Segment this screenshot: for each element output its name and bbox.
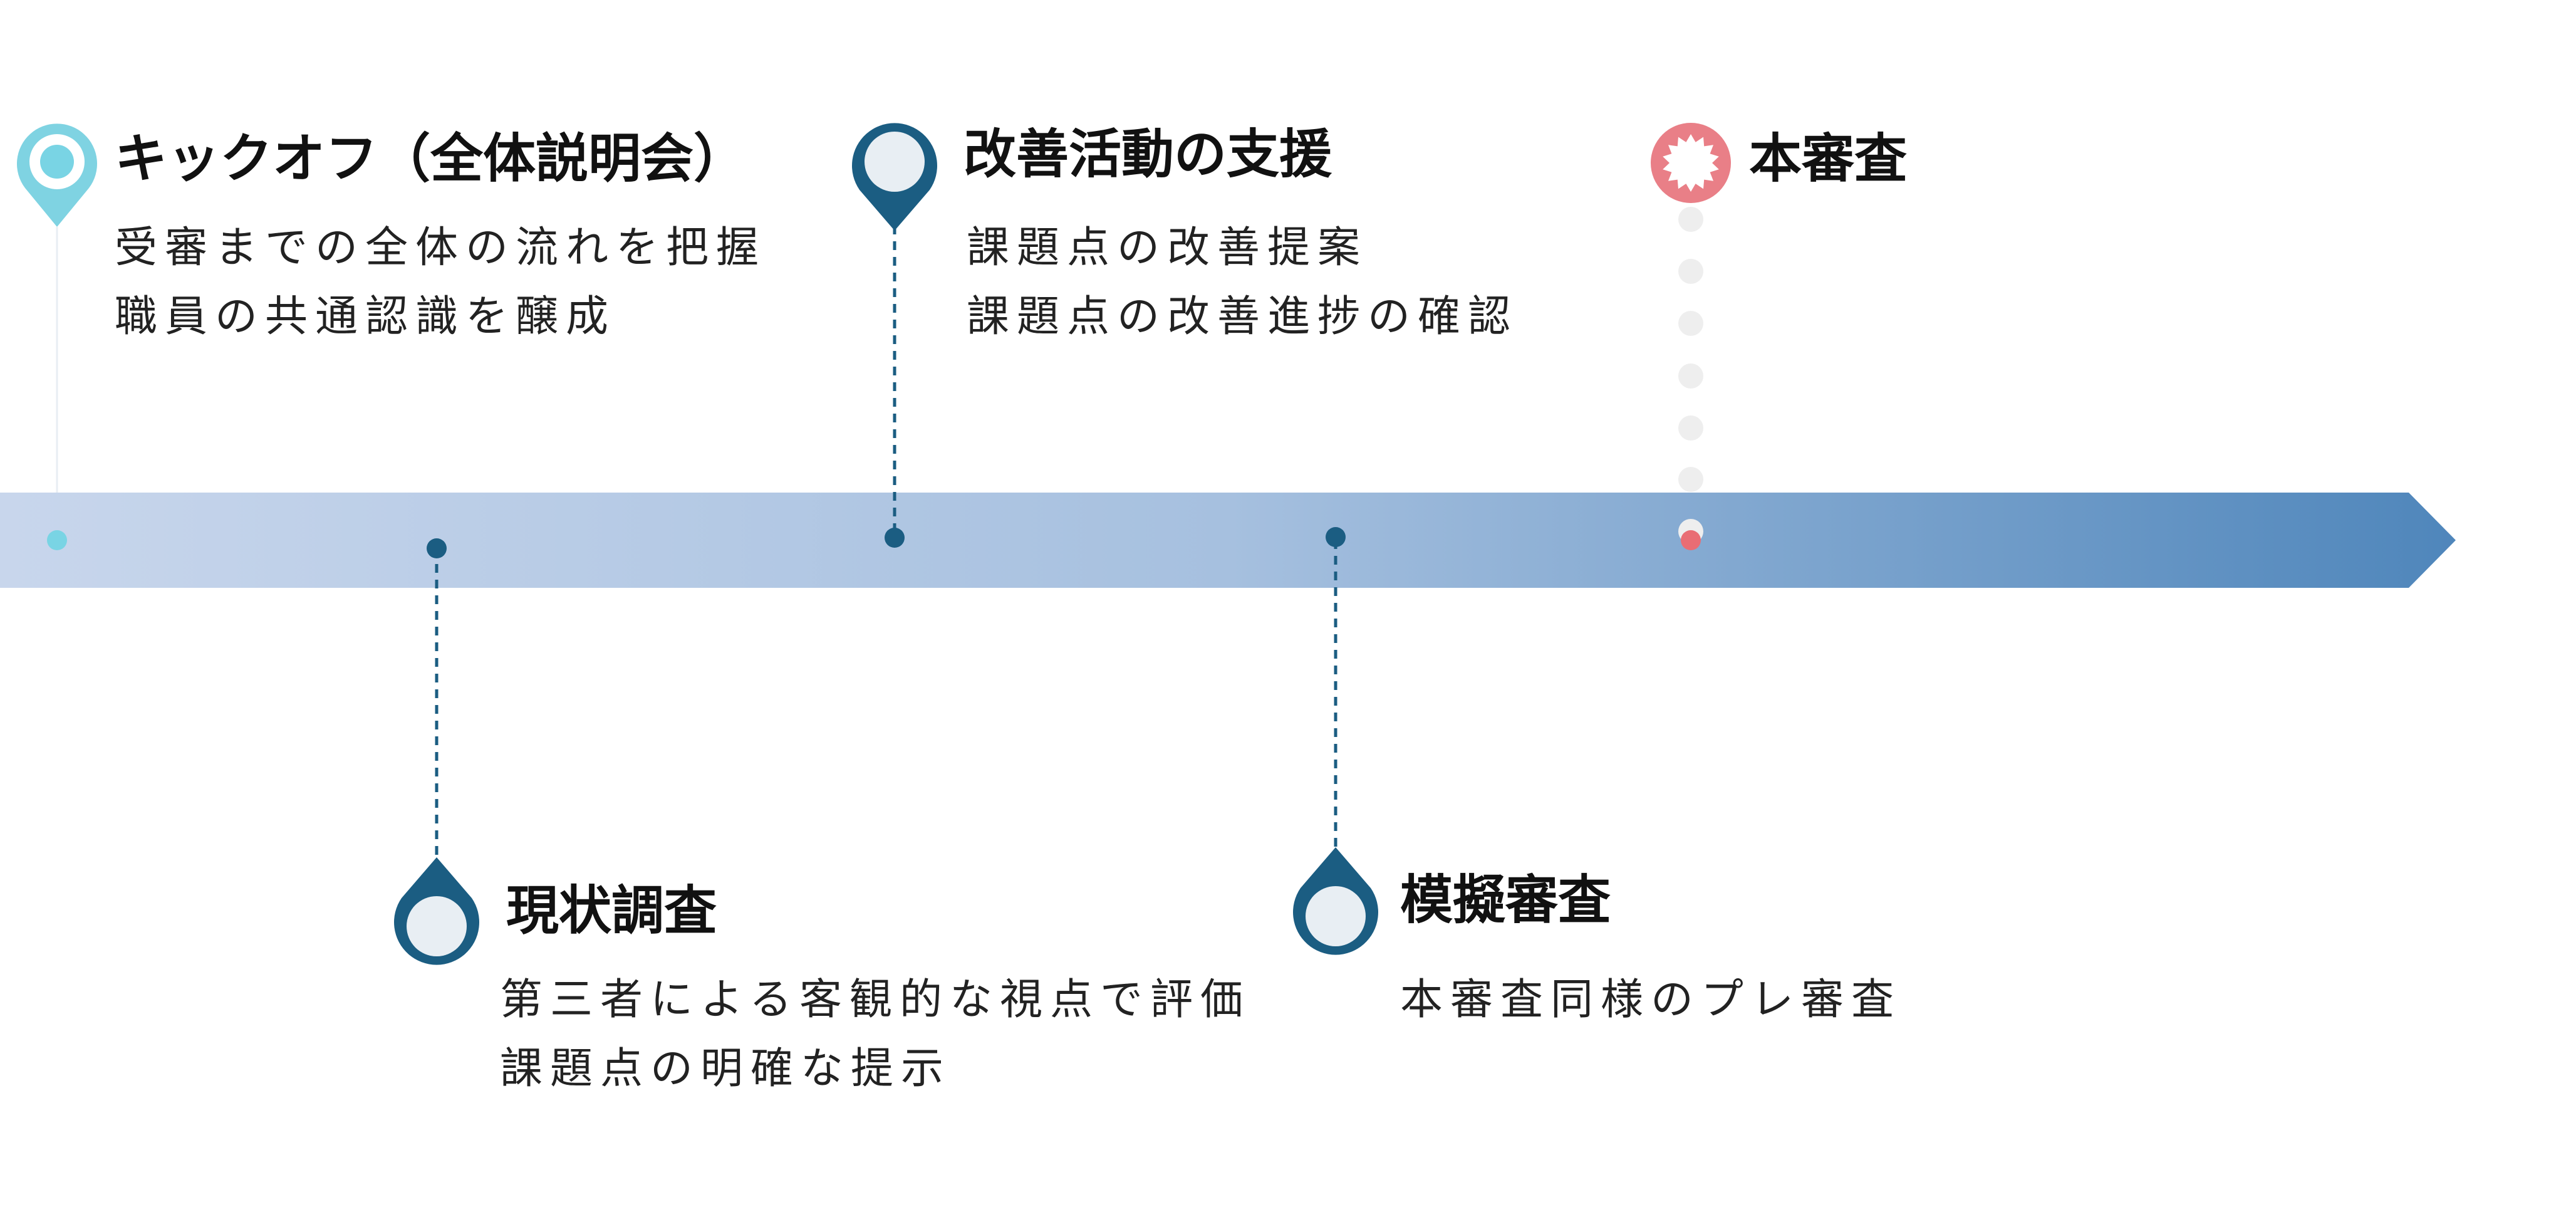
location-pin-icon [17,123,97,227]
milestone-desc-kickoff-1: 受審までの全体の流れを把握 [115,223,766,273]
timeline-dot-final [1681,530,1701,550]
timeline-dot-mock [1326,527,1346,547]
milestone-desc-kickoff-2: 職員の共通認識を醸成 [115,292,616,342]
milestone-title-final: 本審査 [1749,128,1907,189]
milestone-title-support: 改善活動の支援 [963,123,1332,185]
drop-pin-icon [394,857,479,965]
starburst-badge-icon [1651,123,1731,203]
milestone-desc-support-1: 課題点の改善提案 [967,223,1368,273]
drop-pin-icon [852,123,937,231]
milestone-desc-survey-2: 課題点の明確な提示 [500,1044,951,1094]
milestone-desc-support-2: 課題点の改善進捗の確認 [967,292,1518,342]
timeline-dot-kickoff [47,530,67,550]
milestone-title-kickoff: キックオフ（全体説明会） [115,128,746,189]
timeline-dot-survey [427,538,447,558]
drop-pin-icon [1293,847,1378,955]
timeline-dot-support [885,528,905,548]
milestone-title-survey: 現状調査 [506,880,717,941]
milestone-title-mock: 模擬審査 [1400,869,1611,931]
timeline-arrow [0,493,2456,588]
milestone-desc-mock-1: 本審査同様のプレ審査 [1400,975,1901,1025]
milestone-desc-survey-1: 第三者による客観的な視点で評価 [500,975,1250,1025]
